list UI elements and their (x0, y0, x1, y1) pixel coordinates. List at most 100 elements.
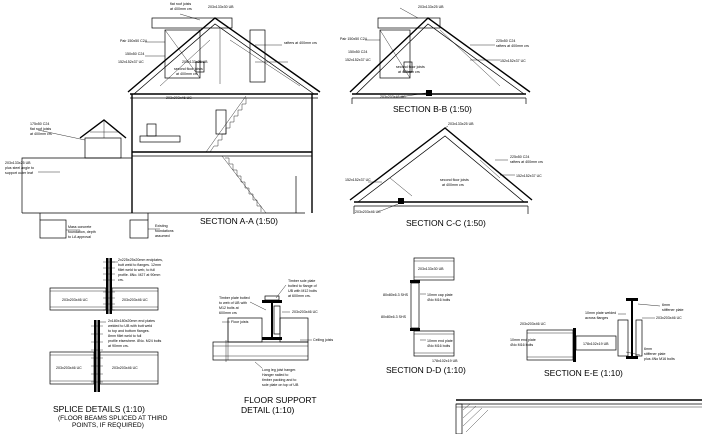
dormer-wall (164, 29, 201, 79)
bb-note-pair-c24: Pair 150x50 C24 (340, 37, 367, 41)
foundation-right (129, 219, 149, 239)
dd-note-cap-1: 10mm cap plate (427, 293, 453, 297)
splice-note-end-3: to top and bottom flanges. (108, 329, 150, 333)
dd-top-beam (413, 257, 455, 281)
note-exist-3: assumed (155, 234, 170, 238)
support-note-hanger-2: Hanger nailed to (262, 373, 288, 377)
dd-note-uc-left-2: 80x80x6.3 SHS (381, 315, 407, 319)
cc-brace-left (389, 177, 413, 197)
title-section-bb: SECTION B-B (1:50) (393, 104, 472, 114)
title-floor-support-1: FLOOR SUPPORT (244, 395, 317, 405)
ee-note-end-1: 10mm end plate (510, 338, 536, 342)
foundation-left (39, 219, 67, 239)
splice-note-uc-left-bot: 203x203x46 UC (56, 366, 82, 370)
support-note-timber-4: 600mm crs (219, 311, 237, 315)
title-section-dd: SECTION D-D (1:10) (386, 365, 466, 375)
ee-note-welded-2: across flanges (585, 316, 608, 320)
note-angle-1: 203x133x25 UB (5, 161, 31, 165)
splice-note-plates-4: profile. 8No. M27 at 90mm (118, 273, 160, 277)
section-aa: flat roof joists at 400mm crs 203x133x30… (5, 2, 321, 239)
note-angle-3: support outer leaf (5, 171, 33, 175)
dd-note-cap-2: 4No M16 bolts (427, 298, 450, 302)
note-exist-2: foundations (155, 229, 174, 233)
support-note-sole-4: at 600mm crs. (288, 294, 311, 298)
flat-roof-top (151, 17, 233, 29)
splice-lower-endplate-1 (94, 320, 97, 392)
cc-note-c24: 225x50 C24 (510, 155, 529, 159)
title-section-cc: SECTION C-C (1:50) (406, 218, 486, 228)
splice-note-uc-right-top: 203x203x46 UC (122, 298, 148, 302)
timber-web-plate (273, 305, 281, 335)
title-splice: SPLICE DETAILS (1:10) (53, 404, 145, 414)
ee-note-uc-right: 203x203x46 UC (656, 316, 682, 320)
support-note-timber-2: to web of UB with (219, 301, 247, 305)
support-note-floor-joists: Floor joists (231, 320, 249, 324)
cc-steel-column (398, 198, 404, 204)
bb-steel-column (426, 90, 432, 96)
cc-note-second-floor: second floor joists (440, 178, 469, 182)
note-found-1: Mass concrete (68, 225, 91, 229)
bb-note-c24: 225x50 C24 (496, 39, 515, 43)
splice-note-uc-left-top: 203x203x46 UC (62, 298, 88, 302)
main-roof-outline (127, 17, 321, 93)
title-splice-sub-2: POINTS, IF REQUIRED) (72, 422, 144, 429)
dd-note-ub-top: 203x133x30 UB (418, 267, 444, 271)
note-uc-152: 152x152x37 UC (118, 60, 144, 64)
splice-note-plates-3: fillet weld to web, to full (118, 268, 155, 272)
dormer-brace (164, 29, 201, 79)
ee-mid-beam (575, 335, 617, 351)
ee-end-plate (573, 328, 576, 362)
splice-details: 2x225x25x20mm endplates, butt weld to fl… (49, 258, 168, 429)
loft-right-wall (249, 29, 266, 83)
rafter-right (229, 39, 301, 87)
support-note-sole-3: UB with M12 bolts (288, 289, 317, 293)
main-roof-inner (133, 23, 315, 95)
bb-note-rafters: rafters at 400mm crs (496, 44, 529, 48)
support-note-timber-3: M12 bolts at (219, 306, 239, 310)
bb-note-c24-150: 150x50 C24 (348, 50, 367, 54)
support-note-hanger-4: sole plate on top of UB (262, 383, 299, 387)
section-bb: 203x133x25 UB Pair 150x50 C24 150x50 C24… (340, 5, 531, 114)
floor-joist-block (212, 341, 309, 361)
ee-note-end-2: 4No M16 bolts (510, 343, 533, 347)
ee-left-beam (526, 329, 574, 361)
dd-note-uc-bottom: 178x102x19 UB (432, 359, 458, 363)
cc-note-rafters: rafters at 400mm crs (510, 160, 543, 164)
section-ee: 203x203x46 UC 10mm end plate 4No M16 bol… (510, 298, 684, 378)
splice-note-plates-2: butt weld to flanges. 12mm (118, 263, 161, 267)
cc-note-at-400: at 400mm crs (442, 183, 464, 187)
support-note-ceiling-joists: Ceiling joists (313, 338, 333, 342)
note-c24-175: 175x50 C24 (30, 122, 49, 126)
rear-roof-box (84, 137, 122, 159)
note-c24-150: 150x50 C24 (125, 52, 144, 56)
support-note-hanger-3: timber packing and to (262, 378, 296, 382)
splice-upper-endplate-1 (106, 258, 109, 314)
splice-note-end-2: welded to UB with butt weld (108, 324, 152, 328)
ee-note-ub-mid: 178x102x19 UB (583, 342, 609, 346)
dd-column (410, 282, 420, 329)
ee-column-top-flange (626, 298, 638, 301)
bb-note-uc-right: 152x152x37 UC (500, 59, 526, 63)
note-pair-c24: Pair 150x50 C24 (120, 39, 147, 43)
bb-note-at-400: at 400mm crs (398, 70, 420, 74)
cc-note-ub-top: 203x133x25 UB (448, 122, 474, 126)
splice-note-uc-right-bot: 203x203x46 UC (112, 366, 138, 370)
note-rafters: rafters at 400mm crs (284, 41, 317, 45)
note-flat-roof-2: flat roof joists (30, 127, 51, 131)
bb-flat-roof (377, 17, 441, 29)
staircase-lower (221, 155, 267, 214)
splice-upper-endplate-2 (109, 258, 112, 314)
splice-note-end-6: at 90mm crs. (108, 344, 129, 348)
partial-detail-bottom (455, 399, 702, 434)
bb-note-uc-152: 152x152x37 UC (345, 58, 371, 62)
flue (195, 61, 205, 73)
section-cc: 203x133x25 UB 225x50 C24 rafters at 400m… (345, 122, 543, 228)
dd-note-end-1: 10mm end plate (427, 339, 453, 343)
dd-bottom-beam (413, 330, 455, 357)
cc-brace-right (479, 159, 501, 179)
ee-note-stiff-1: 6mm (662, 303, 670, 307)
bb-note-second-floor: second floor joists (396, 65, 425, 69)
ee-note-stiff-4: stiffener plate (644, 352, 666, 356)
floor-joist-end-right (279, 317, 309, 343)
